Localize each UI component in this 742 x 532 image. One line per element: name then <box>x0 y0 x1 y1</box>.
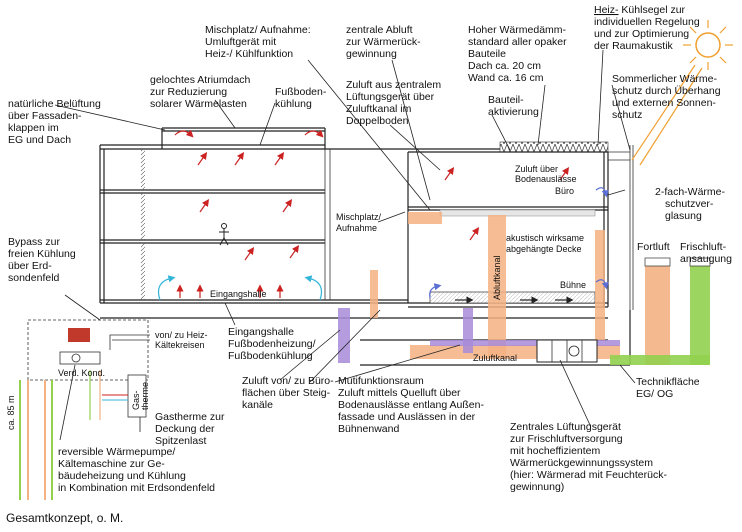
label-glazing: 2-fach-Wärme- schutzver- glasung <box>655 186 728 222</box>
air-flow-arrows <box>157 129 609 304</box>
label-entrance-hall-small: Eingangshalle <box>210 289 267 299</box>
label-supply-floor-outlets: Zuluft über Bodenauslässe <box>515 164 577 184</box>
label-atrium-roof: gelochtes Atriumdach zur Reduzierung sol… <box>150 74 253 110</box>
label-exhaust-duct: Abluftkanal <box>492 255 502 300</box>
label-gas-boiler: Gastherme zur Deckung der Spitzenlast <box>155 411 227 447</box>
label-verd-kond: Verd. Kond. <box>58 368 105 378</box>
exhaust-duct-vertical <box>463 308 473 353</box>
supply-duct-office <box>408 212 442 224</box>
exhaust-duct-horizontal <box>430 340 620 346</box>
label-stage: Bühne <box>560 280 586 290</box>
label-multipurpose: Mutifunktionsraum Zuluft mittels Quelluf… <box>338 375 487 435</box>
label-fresh-air: Frischluft- ansaugung <box>680 241 732 265</box>
supply-riser <box>370 270 378 318</box>
annotations: natürliche Belüftung über Fassaden- klap… <box>6 4 732 494</box>
fresh-air-stack <box>690 265 710 365</box>
supply-duct-vertical-main <box>488 215 506 358</box>
label-office: Büro <box>555 186 574 196</box>
heat-pump-unit <box>68 328 90 342</box>
label-ventilation-unit: Zentrales Lüftungsgerät zur Frischluftve… <box>510 421 670 493</box>
label-supply-duct: Zuluftkanal <box>473 353 517 363</box>
label-heating-circuits: von/ zu Heiz- Kältekreisen <box>155 330 210 350</box>
building-structure <box>99 127 634 366</box>
leader-lines <box>54 49 636 441</box>
air-ducts <box>338 212 711 365</box>
label-central-exhaust: zentrale Abluft zur Wärmerück- gewinnung <box>346 24 424 60</box>
label-mixing-station: Mischplatz/ Aufnahme: Umluftgerät mit He… <box>205 24 314 60</box>
label-natural-ventilation: natürliche Belüftung über Fassaden- klap… <box>8 98 104 146</box>
exhaust-duct-right <box>595 230 605 340</box>
gas-boiler-box <box>127 374 147 418</box>
label-insulation: Hoher Wärmedämm- standard aller opaker B… <box>468 24 570 84</box>
label-entrance-hall: Eingangshalle Fußbodenheizung/ Fußbodenk… <box>228 326 319 362</box>
label-central-supply: Zuluft aus zentralem Lüftungsgerät über … <box>346 79 444 127</box>
label-exhaust-air: Fortluft <box>637 241 670 253</box>
label-technical-area: Technikfläche EG/ OG <box>636 376 703 400</box>
label-heat-pump: reversible Wärmepumpe/ Kältemaschine zur… <box>58 446 215 494</box>
label-heating-sail: Heiz- Kühlsegel zur individuellen Regelu… <box>594 4 703 52</box>
person-icon <box>219 223 229 246</box>
label-mixing-station-small: Mischplatz/ Aufnahme <box>336 212 384 233</box>
label-depth: ca. 85 m <box>6 395 16 430</box>
label-floor-cooling-top: Fußboden- kühlung <box>275 86 329 110</box>
supply-shaft-left <box>338 308 350 363</box>
label-acoustic-ceiling: akustisch wirksame abgehängte Decke <box>506 233 587 254</box>
label-summer-protection: Sommerlicher Wärme- schutz durch Überhan… <box>612 73 724 121</box>
exhaust-air-stack <box>645 265 670 365</box>
heat-pump-system <box>19 319 150 500</box>
label-bypass: Bypass zur freien Kühlung über Erd- sond… <box>8 236 79 284</box>
sun-icon <box>631 20 733 166</box>
label-component-activation: Bauteil- aktivierung <box>488 94 539 118</box>
label-supply-offices: Zuluft von/ zu Büro- flächen über Steig-… <box>242 375 337 411</box>
label-gas-boiler-box: Gas- therme <box>131 382 150 410</box>
figure-caption: Gesamtkonzept, o. M. <box>6 511 124 525</box>
